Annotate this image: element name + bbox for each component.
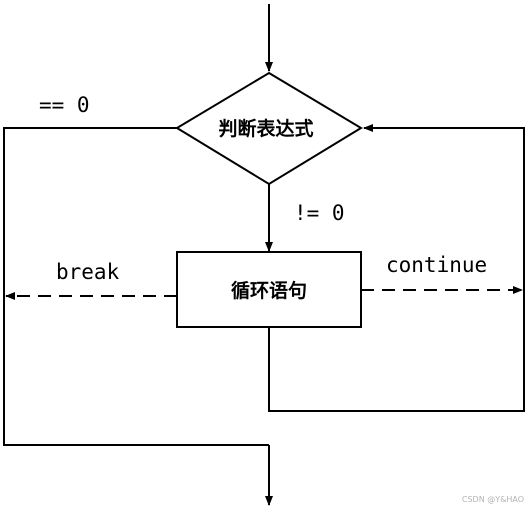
false-branch-label: == 0 xyxy=(39,93,90,117)
loop-back-line xyxy=(268,124,525,412)
loop-body-label: 循环语句 xyxy=(231,279,307,302)
watermark: CSDN @Y&HAO xyxy=(462,495,524,504)
true-branch-label: != 0 xyxy=(294,201,345,225)
condition-label: 判断表达式 xyxy=(218,117,313,140)
break-label: break xyxy=(56,260,120,284)
continue-label: continue xyxy=(386,253,487,277)
false-branch-line xyxy=(3,127,269,446)
